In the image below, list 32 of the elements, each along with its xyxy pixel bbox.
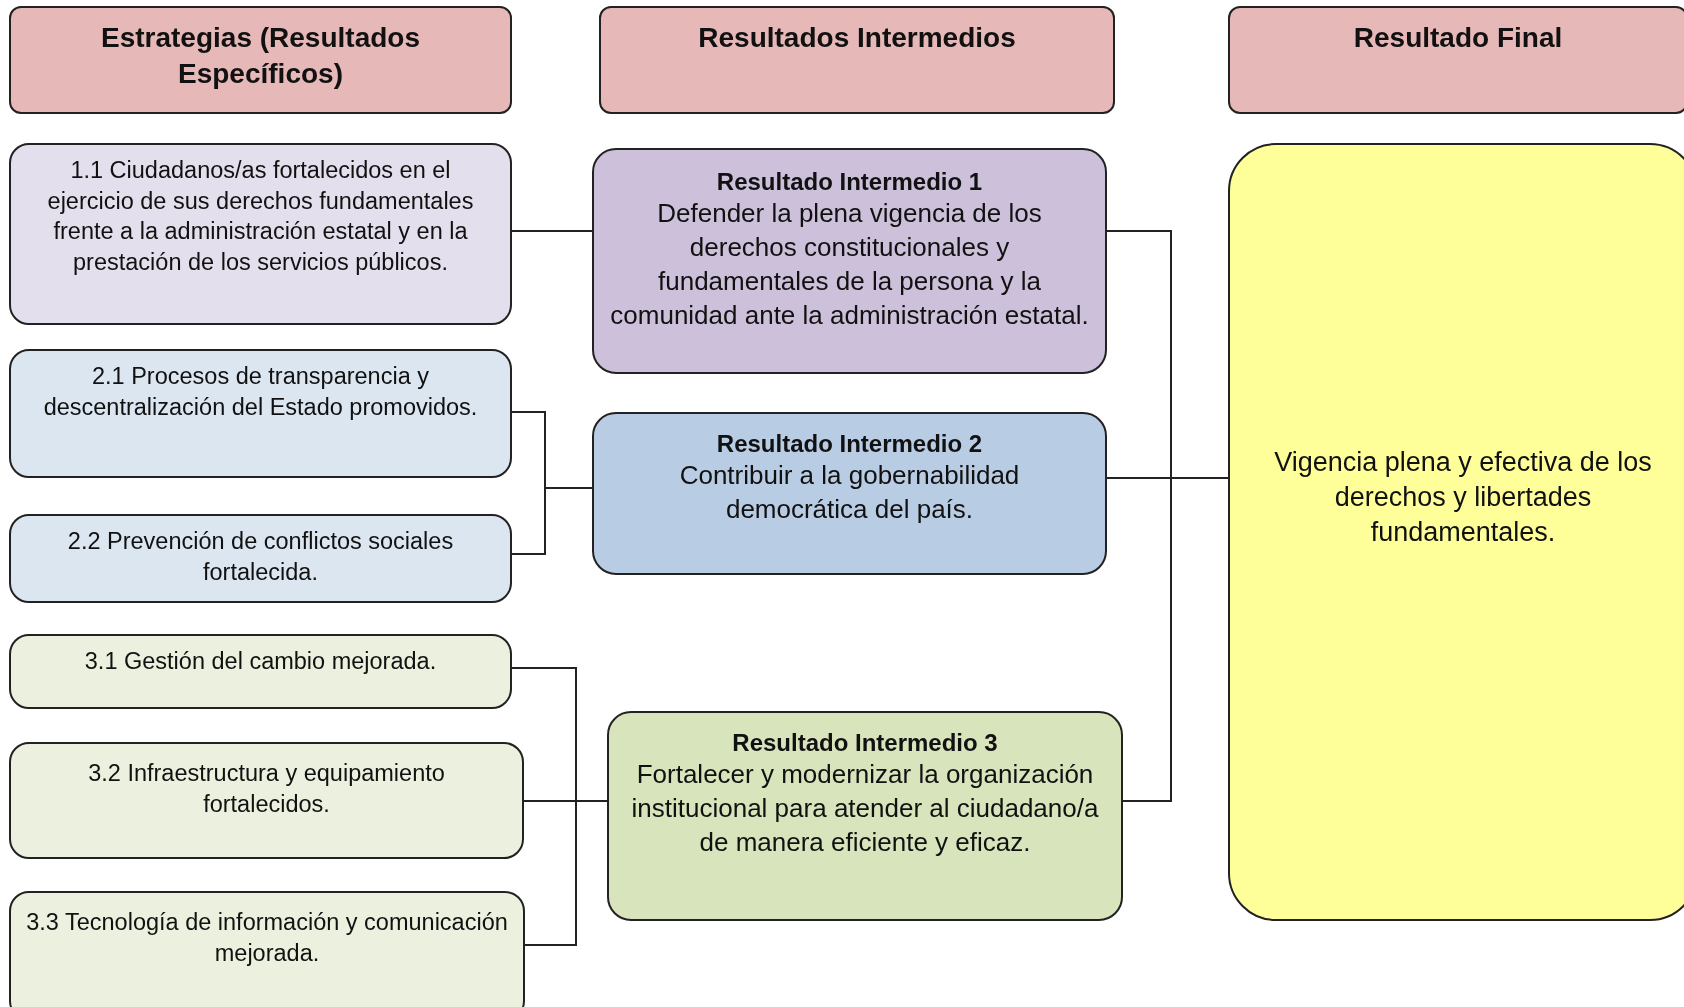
box-text: 3.1 Gestión del cambio mejorada. (84, 647, 437, 676)
connector-line (524, 800, 608, 946)
strategy-box (9, 514, 512, 603)
strategy-box (9, 349, 512, 478)
box-text: Vigencia plena y efectiva de los derechos y libertades fundamentales. (1273, 446, 1653, 550)
connector-line (511, 230, 593, 232)
intermediate-result-box (607, 711, 1123, 921)
box-text: Fortalecer y modernizar la organización institucional para atender al ciudadano/a de manera eficiente y eficaz. (630, 758, 1100, 859)
box-text: 2.1 Procesos de transparencia y descentralización del Estado promovidos. (42, 362, 479, 422)
header-text: Estrategias (Resultados Específicos) (100, 21, 421, 92)
column-header (599, 6, 1115, 114)
box-text: 1.1 Ciudadanos/as fortalecidos en el ejercicio de sus derechos fundamentales frente a la administración estatal y en la prestación de los servicios públicos. (46, 156, 475, 277)
header-text: Resultados Intermedios (697, 21, 1017, 55)
box-heading: Resultado Intermedio 1 (716, 167, 983, 197)
intermediate-result-box (592, 412, 1107, 575)
column-header (1228, 6, 1684, 114)
header-text: Resultado Final (1352, 21, 1564, 55)
box-heading: Resultado Intermedio 2 (716, 429, 983, 459)
box-text: Contribuir a la gobernabilidad democrática del país. (678, 459, 1021, 526)
box-text: 2.2 Prevención de conflictos sociales fortalecida. (66, 527, 455, 587)
intermediate-result-box (592, 148, 1107, 374)
box-heading: Resultado Intermedio 3 (732, 728, 998, 758)
connector-line (511, 487, 593, 555)
strategy-box (9, 891, 525, 1007)
strategy-box (9, 143, 512, 325)
strategy-box (9, 742, 524, 859)
final-result-box (1228, 143, 1684, 921)
box-text: Defender la plena vigencia de los derechos constitucionales y fundamentales de la persona y la comunidad ante la administración estatal. (609, 197, 1090, 332)
column-header (9, 6, 512, 114)
strategy-box (9, 634, 512, 709)
box-text: 3.3 Tecnología de información y comunicación mejorada. (25, 908, 509, 968)
box-text: 3.2 Infraestructura y equipamiento fortalecidos. (87, 759, 446, 819)
